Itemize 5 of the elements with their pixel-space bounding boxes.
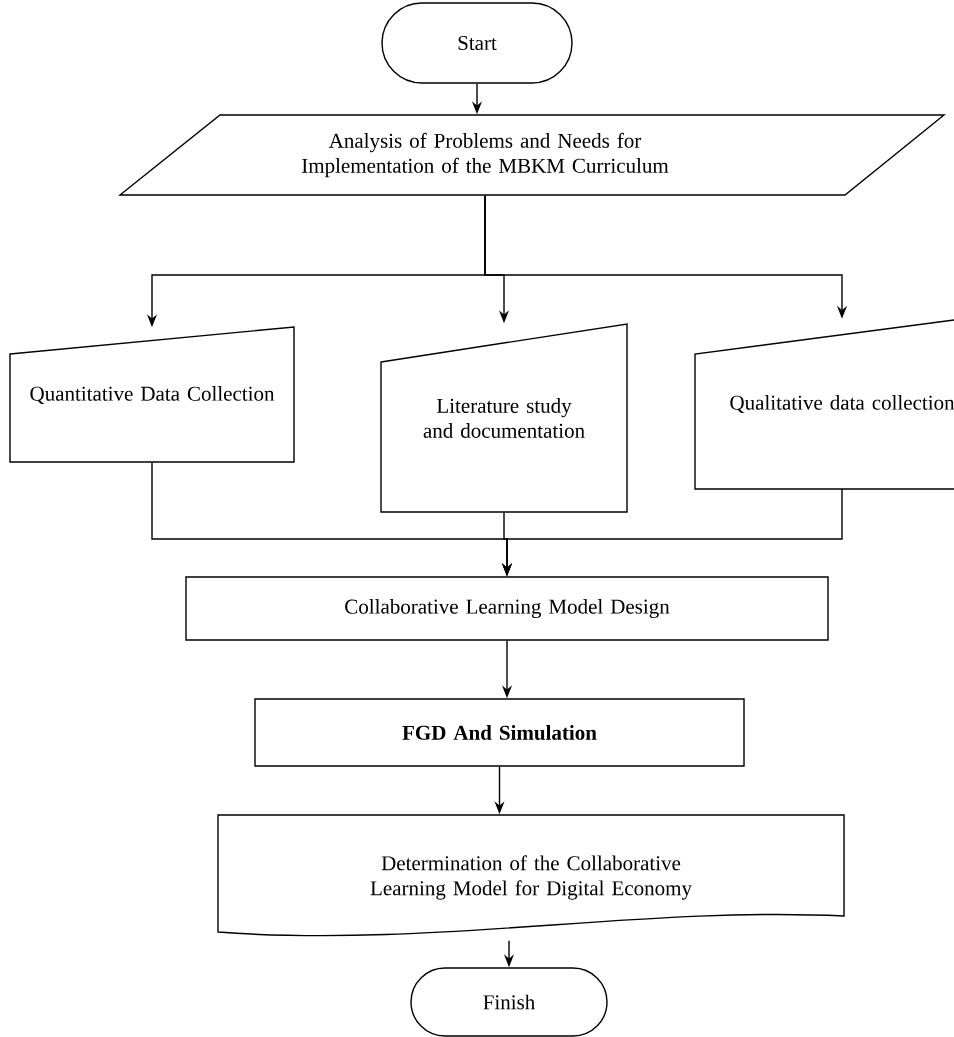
manual-input-box: Qualitative data collection [694,319,954,490]
process-box: Collaborative Learning Model Design [185,576,829,641]
process-box: FGD And Simulation [254,698,745,767]
manual-input-box: Literature study and documentation [380,323,628,513]
manual-input-box: Quantitative Data Collection [9,326,295,463]
